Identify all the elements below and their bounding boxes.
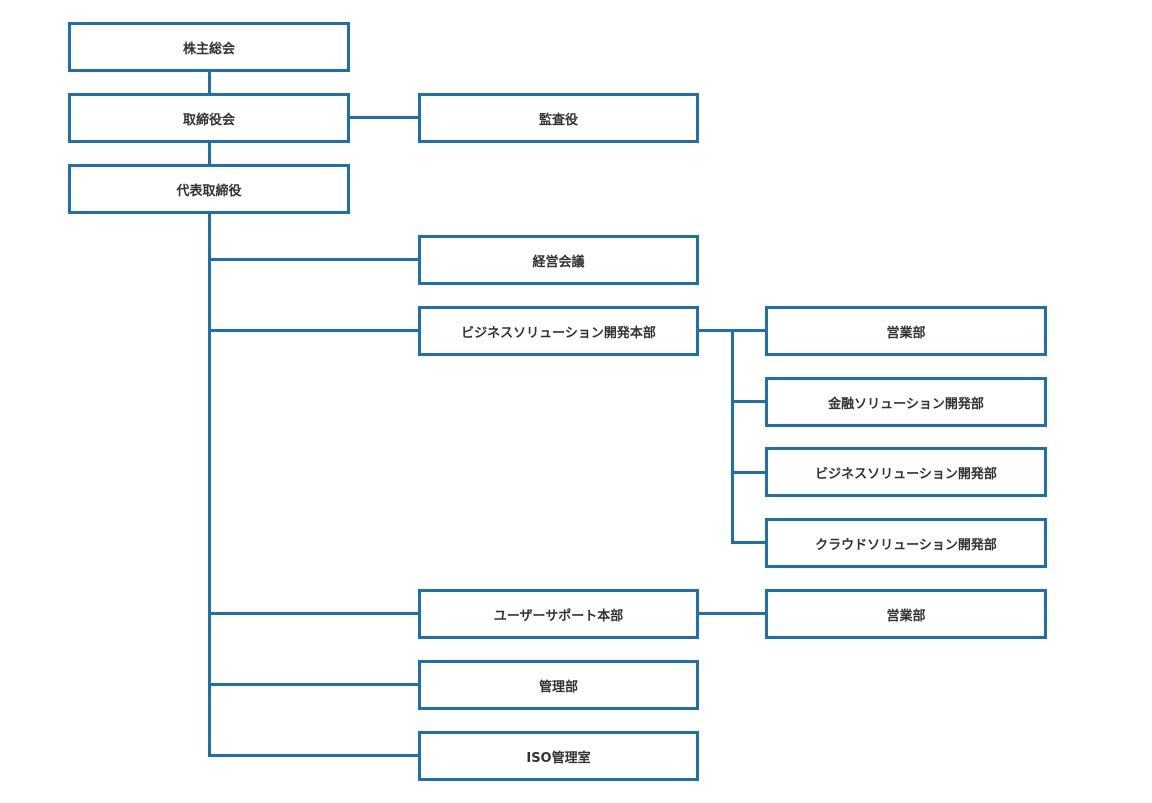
connector-sub-trunk — [731, 329, 734, 544]
node-label: ビジネスソリューション開発本部 — [461, 325, 656, 341]
connector-board-president — [208, 141, 211, 165]
node-management-meeting: 経営会議 — [418, 235, 699, 285]
node-president: 代表取締役 — [68, 164, 350, 214]
node-label: ユーザーサポート本部 — [493, 608, 624, 624]
node-label: 営業部 — [886, 325, 926, 341]
node-label: 経営会議 — [532, 254, 585, 270]
node-label: ビジネスソリューション開発部 — [815, 466, 997, 482]
node-business-solution-hq: ビジネスソリューション開発本部 — [418, 306, 699, 356]
connector-user-support-hq — [208, 612, 420, 615]
connector-user-support-sales — [697, 612, 766, 615]
node-label: ISO管理室 — [526, 750, 591, 766]
node-admin: 管理部 — [418, 660, 699, 710]
node-business-solution-dept: ビジネスソリューション開発部 — [765, 447, 1047, 497]
node-user-support-hq: ユーザーサポート本部 — [418, 589, 699, 639]
node-bs-sales: 営業部 — [765, 306, 1047, 356]
node-label: 監査役 — [538, 112, 578, 128]
node-financial-solution: 金融ソリューション開発部 — [765, 377, 1047, 427]
connector-main-trunk — [208, 212, 211, 757]
node-us-sales: 営業部 — [765, 589, 1047, 639]
node-label: クラウドソリューション開発部 — [815, 537, 997, 553]
node-auditor: 監査役 — [418, 93, 699, 143]
connector-shareholders-board — [208, 71, 211, 95]
node-label: 代表取締役 — [176, 183, 242, 199]
node-label: 金融ソリューション開発部 — [828, 396, 984, 412]
node-label: 取締役会 — [182, 112, 235, 128]
connector-cloud — [731, 541, 766, 544]
connector-iso-office — [208, 754, 420, 757]
connector-board-auditor — [348, 116, 420, 119]
connector-management-meeting — [208, 258, 420, 261]
connector-business-dept — [731, 471, 766, 474]
node-label: 株主総会 — [182, 41, 235, 57]
node-cloud-solution: クラウドソリューション開発部 — [765, 518, 1047, 568]
node-iso-office: ISO管理室 — [418, 731, 699, 781]
node-board: 取締役会 — [68, 93, 350, 143]
connector-business-solution-hq — [208, 329, 420, 332]
connector-financial — [731, 400, 766, 403]
node-label: 営業部 — [886, 608, 926, 624]
node-label: 管理部 — [538, 679, 578, 695]
connector-admin — [208, 683, 420, 686]
node-shareholders: 株主総会 — [68, 22, 350, 72]
